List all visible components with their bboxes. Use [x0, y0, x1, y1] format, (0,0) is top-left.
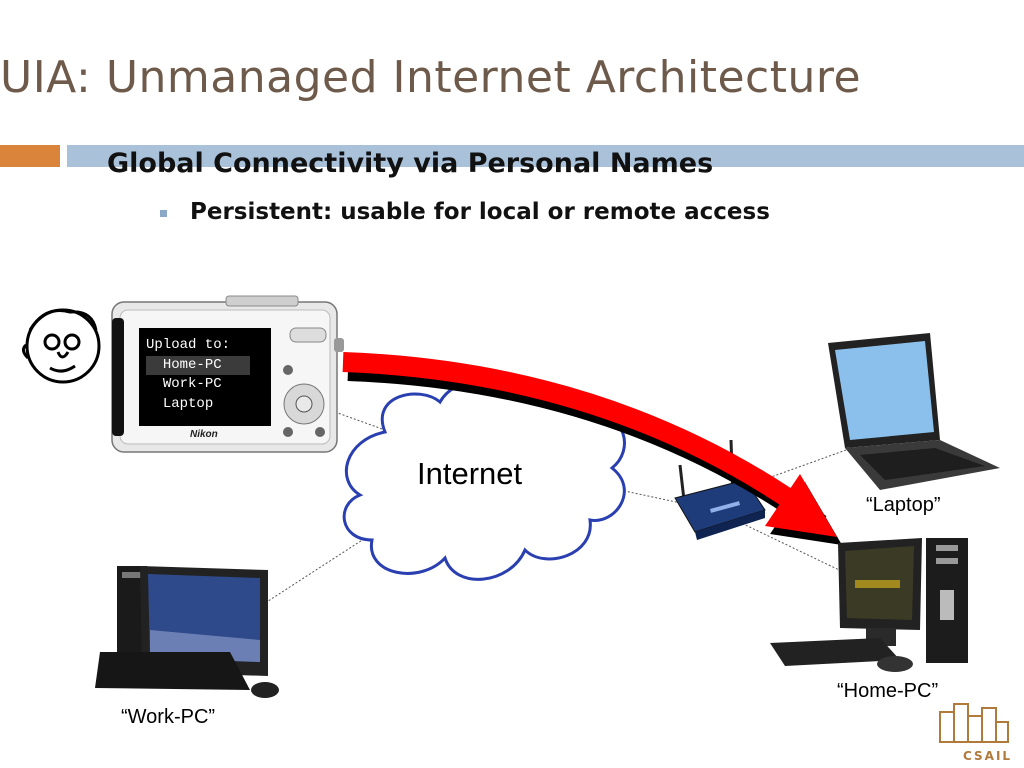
camera-option-work-pc[interactable]: Work-PC [162, 376, 222, 392]
bullet-sub: Persistent: usable for local or remote a… [190, 199, 770, 225]
accent-bar-blue [67, 145, 1024, 167]
bullet-square-icon [160, 210, 167, 217]
camera-option-home-pc[interactable]: Home-PC [146, 355, 250, 375]
camera-screen-title: Upload to: [146, 337, 231, 353]
camera-option-laptop[interactable]: Laptop [162, 395, 214, 412]
slide-title: UIA: Unmanaged Internet Architecture [0, 52, 862, 103]
laptop-icon [828, 333, 1000, 490]
camera-brand: Nikon [190, 429, 218, 440]
csail-logo-text: CSAIL [963, 749, 1013, 763]
internet-label: Internet [417, 456, 523, 491]
camera-screen: Upload to: Home-PC Work-PC Laptop [146, 336, 250, 414]
laptop-label: “Laptop” [866, 494, 941, 516]
home-pc-icon [770, 538, 968, 672]
work-pc-label: “Work-PC” [121, 706, 216, 728]
bullet-main: Global Connectivity via Personal Names [107, 148, 714, 179]
home-pc-label: “Home-PC” [837, 680, 939, 702]
cartoon-face-icon [21, 308, 101, 384]
red-arrow-icon [342, 352, 842, 545]
work-pc-icon [95, 566, 279, 698]
accent-bar-orange [0, 145, 60, 167]
connection-lines [261, 411, 861, 606]
csail-logo [939, 703, 1009, 743]
camera-icon [111, 295, 344, 453]
